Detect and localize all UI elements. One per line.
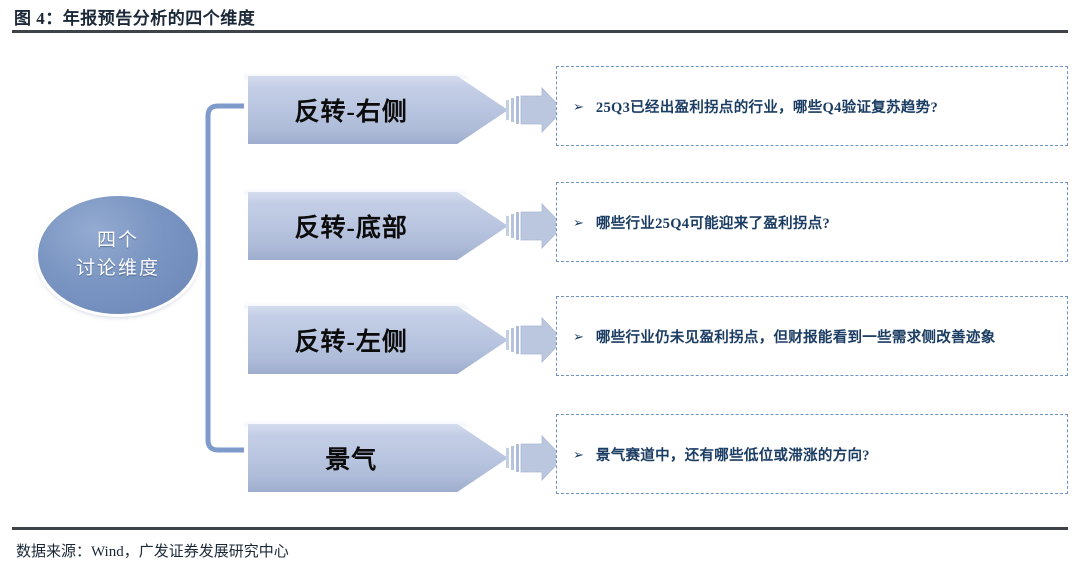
stage-chevron[interactable]: 景气 xyxy=(244,420,512,496)
dimension-row: 反转-右侧 ➢ 25Q3已经出盈利拐点的行业，哪些Q4验证复苏趋势? xyxy=(244,66,1080,156)
bullet-arrow-icon: ➢ xyxy=(573,328,584,344)
question-text: 哪些行业25Q4可能迎来了盈利拐点? xyxy=(595,215,831,232)
page-title: 图 4：年报预告分析的四个维度 xyxy=(14,9,256,28)
footer-divider xyxy=(12,527,1068,530)
stage-label: 反转-底部 xyxy=(294,215,408,242)
stage-label: 反转-右侧 xyxy=(294,99,408,126)
dimension-row: 景气 ➢ 景气赛道中，还有哪些低位或滞涨的方向? xyxy=(244,414,1080,504)
chevron-fill xyxy=(248,424,508,492)
arrow-right-icon xyxy=(506,87,564,133)
dimension-row: 反转-底部 ➢ 哪些行业25Q4可能迎来了盈利拐点? xyxy=(244,182,1080,272)
stage-label: 反转-左侧 xyxy=(294,329,408,356)
question-box: ➢ 25Q3已经出盈利拐点的行业，哪些Q4验证复苏趋势? xyxy=(556,66,1068,146)
dimension-row: 反转-左侧 ➢ 哪些行业仍未见盈利拐点，但财报能看到一些需求侧改善迹象 xyxy=(244,296,1080,386)
arrow-right-icon xyxy=(506,435,564,481)
question-text: 景气赛道中，还有哪些低位或滞涨的方向? xyxy=(595,447,870,464)
chevron-fill xyxy=(248,192,508,260)
question-box: ➢ 哪些行业25Q4可能迎来了盈利拐点? xyxy=(556,182,1068,262)
stage-chevron[interactable]: 反转-右侧 xyxy=(244,72,512,148)
bullet-arrow-icon: ➢ xyxy=(573,214,584,230)
figure-header: 图 4：年报预告分析的四个维度 xyxy=(0,0,1080,33)
root-node-line-2: 讨论维度 xyxy=(75,258,160,279)
question-text: 25Q3已经出盈利拐点的行业，哪些Q4验证复苏趋势? xyxy=(595,99,939,116)
question-text: 哪些行业仍未见盈利拐点，但财报能看到一些需求侧改善迹象 xyxy=(595,329,996,346)
bullet-arrow-icon: ➢ xyxy=(573,446,584,462)
arrow-right-icon xyxy=(506,317,564,363)
root-node-ellipse: 四个 讨论维度 xyxy=(38,196,198,314)
stage-chevron[interactable]: 反转-左侧 xyxy=(244,302,512,378)
root-node-line-1: 四个 xyxy=(96,230,139,252)
stage-label: 景气 xyxy=(325,447,378,474)
chevron-fill xyxy=(248,306,508,374)
question-box: ➢ 景气赛道中，还有哪些低位或滞涨的方向? xyxy=(556,414,1068,494)
bullet-arrow-icon: ➢ xyxy=(573,98,584,114)
chevron-fill xyxy=(248,76,508,144)
question-box: ➢ 哪些行业仍未见盈利拐点，但财报能看到一些需求侧改善迹象 xyxy=(556,296,1068,376)
source-note: 数据来源：Wind，广发证券发展研究中心 xyxy=(16,544,289,560)
header-divider xyxy=(12,30,1068,33)
stage-chevron[interactable]: 反转-底部 xyxy=(244,188,512,264)
arrow-right-icon xyxy=(506,203,564,249)
